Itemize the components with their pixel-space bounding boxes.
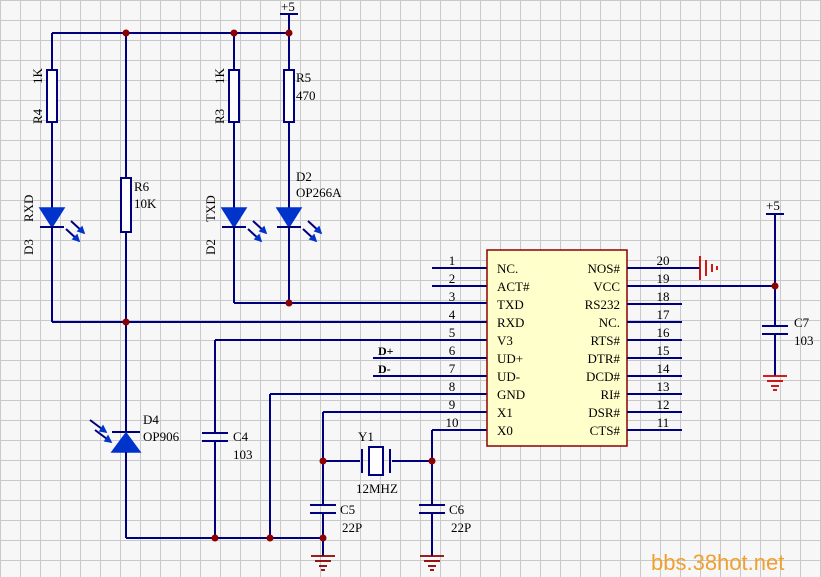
r4-d3-branch: 1K R4 RXD D3 bbox=[21, 33, 86, 322]
c6-value: 22P bbox=[451, 520, 471, 535]
ic-pin-name: DSR# bbox=[588, 405, 620, 420]
r4-ref: R4 bbox=[30, 108, 45, 124]
right-nets: +5 C7 103 bbox=[627, 198, 814, 391]
crystal-section: Y1 12MHZ C5 22P C6 22P bbox=[310, 412, 471, 556]
ic-pin-name: NOS# bbox=[587, 261, 620, 276]
ic-pin-name: UD- bbox=[497, 369, 520, 384]
ic-pin-number: 5 bbox=[449, 325, 456, 340]
ic-pin-number: 8 bbox=[449, 379, 456, 394]
net-dminus: D- bbox=[378, 362, 391, 376]
d3-net: RXD bbox=[21, 195, 36, 222]
r5-value: 470 bbox=[296, 88, 316, 103]
ic-pin-name: NC. bbox=[497, 261, 518, 276]
ic-pin-name: X1 bbox=[497, 405, 513, 420]
ground-symbol-c5 bbox=[311, 555, 335, 571]
ir-led-d2 bbox=[275, 207, 303, 229]
watermark: bbs.38hot.net bbox=[651, 550, 784, 575]
ic-pin-number: 11 bbox=[657, 415, 670, 430]
junctions bbox=[122, 29, 779, 542]
photodiode-d4 bbox=[110, 431, 142, 453]
resistor-r5 bbox=[283, 69, 295, 123]
ic-pin-name: NC. bbox=[599, 315, 620, 330]
c5-value: 22P bbox=[342, 520, 362, 535]
ic-pin-name: UD+ bbox=[497, 351, 523, 366]
ic-pin-name: RTS# bbox=[590, 333, 620, 348]
ic-pin-number: 14 bbox=[657, 361, 671, 376]
ground-symbol-c6 bbox=[420, 555, 444, 571]
r3-value: 1K bbox=[212, 68, 227, 85]
txd-net: TXD bbox=[203, 195, 218, 222]
r4-value: 1K bbox=[30, 68, 45, 85]
c7-value: 103 bbox=[794, 333, 814, 348]
vcc-label-top: +5 bbox=[281, 0, 295, 14]
txd-ref: D2 bbox=[203, 239, 218, 255]
y1-value: 12MHZ bbox=[356, 481, 398, 496]
ic-pin-number: 17 bbox=[657, 307, 671, 322]
ic-pin-number: 10 bbox=[446, 415, 459, 430]
vcc-label-right: +5 bbox=[766, 198, 780, 213]
d2-value: OP266A bbox=[296, 185, 342, 200]
ic-pin-number: 1 bbox=[449, 253, 456, 268]
ic-pin-number: 19 bbox=[657, 271, 670, 286]
r5-d2-branch: R5 470 D2 OP266A bbox=[275, 33, 342, 303]
ic-pin-number: 15 bbox=[657, 343, 670, 358]
capacitor-c4: C4 103 bbox=[202, 340, 253, 538]
net-dplus: D+ bbox=[378, 344, 394, 358]
ic-pin-number: 4 bbox=[449, 307, 456, 322]
d2-ref: D2 bbox=[296, 169, 312, 184]
c7-ref: C7 bbox=[794, 315, 810, 330]
ic-pin-name: RXD bbox=[497, 315, 524, 330]
ic-pin-number: 2 bbox=[449, 271, 456, 286]
ic-pin-name: TXD bbox=[497, 297, 524, 312]
ic-pin-number: 7 bbox=[449, 361, 456, 376]
ic-pin-name: DTR# bbox=[588, 351, 621, 366]
r6-value: 10K bbox=[134, 196, 157, 211]
gnd-net bbox=[126, 394, 323, 539]
resistor-r6 bbox=[120, 177, 132, 233]
ic-pin-name: GND bbox=[497, 387, 525, 402]
top-power-rail: +5 bbox=[52, 0, 298, 34]
ic-pin-number: 9 bbox=[449, 397, 456, 412]
led-d3 bbox=[38, 207, 66, 229]
ic-pin-name: DCD# bbox=[586, 369, 620, 384]
r6-d4-branch: R6 10K D4 OP906 bbox=[89, 33, 180, 538]
d4-value: OP906 bbox=[143, 429, 180, 444]
r5-ref: R5 bbox=[296, 70, 311, 85]
ic-pin-number: 13 bbox=[657, 379, 670, 394]
d3-ref: D3 bbox=[21, 239, 36, 255]
c4-ref: C4 bbox=[233, 429, 249, 444]
ic-pin-number: 3 bbox=[449, 289, 456, 304]
c6-ref: C6 bbox=[449, 502, 465, 517]
resistor-r4 bbox=[46, 69, 58, 123]
ic-chip: 1NC.2ACT#3TXD4RXD5V36UD+7UD-8GND9X110X0 … bbox=[446, 249, 682, 447]
ic-pin-name: CTS# bbox=[590, 423, 621, 438]
resistor-r3 bbox=[228, 69, 240, 123]
y1-ref: Y1 bbox=[358, 429, 374, 444]
ic-pin-number: 18 bbox=[657, 289, 670, 304]
ic-pin-name: RI# bbox=[601, 387, 621, 402]
r6-ref: R6 bbox=[134, 179, 150, 194]
ic-pin-name: X0 bbox=[497, 423, 513, 438]
led-txd bbox=[220, 207, 248, 229]
ic-pin-number: 6 bbox=[449, 343, 456, 358]
r3-txd-branch: 1K R3 TXD D2 bbox=[203, 33, 268, 303]
ic-pin-name: RS232 bbox=[585, 297, 620, 312]
ic-pin-number: 20 bbox=[657, 253, 670, 268]
ic-pin-name: V3 bbox=[497, 333, 513, 348]
ic-pin-number: 12 bbox=[657, 397, 670, 412]
d4-ref: D4 bbox=[143, 412, 159, 427]
c4-value: 103 bbox=[233, 447, 253, 462]
r3-ref: R3 bbox=[212, 109, 227, 124]
ic-pin-name: ACT# bbox=[497, 279, 530, 294]
ic-pin-number: 16 bbox=[657, 325, 671, 340]
c5-ref: C5 bbox=[340, 502, 355, 517]
ic-pin-name: VCC bbox=[593, 279, 620, 294]
crystal-y1 bbox=[368, 446, 384, 476]
